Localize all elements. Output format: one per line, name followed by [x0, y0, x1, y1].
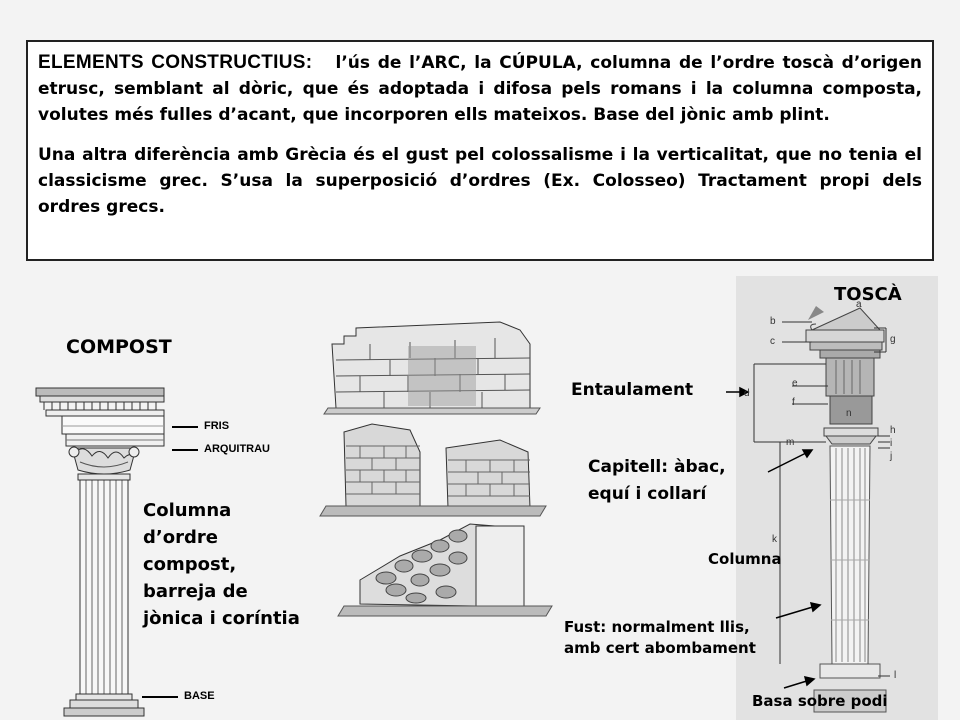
- fust-line: Fust: normalment llis,: [564, 617, 756, 638]
- dim-letter: c: [770, 336, 775, 347]
- capitell-line: equí i collarí: [588, 481, 726, 508]
- dim-letter: i: [890, 438, 892, 449]
- label-fust: Fust: normalment llis, amb cert abombame…: [564, 617, 756, 659]
- dim-letter: e: [792, 378, 798, 389]
- dim-letter: b: [770, 316, 776, 327]
- dim-letter: k: [772, 534, 777, 545]
- dim-letter: h: [890, 425, 896, 436]
- label-basa: Basa sobre podi: [752, 692, 888, 710]
- fust-line: amb cert abombament: [564, 638, 756, 659]
- tosca-title: TOSCÀ: [834, 284, 902, 305]
- dim-letter: f: [792, 397, 795, 408]
- capitell-line: Capitell: àbac,: [588, 454, 726, 481]
- label-entaulament: Entaulament: [571, 380, 693, 400]
- label-columna: Columna: [708, 550, 782, 568]
- dim-letter: m: [786, 437, 794, 448]
- dim-letter: n: [846, 408, 852, 419]
- dim-letter: g: [890, 334, 896, 345]
- dim-letter: d: [744, 388, 750, 399]
- label-capitell: Capitell: àbac, equí i collarí: [588, 454, 726, 508]
- dim-letter: l: [894, 670, 896, 681]
- dim-letter: j: [890, 451, 892, 462]
